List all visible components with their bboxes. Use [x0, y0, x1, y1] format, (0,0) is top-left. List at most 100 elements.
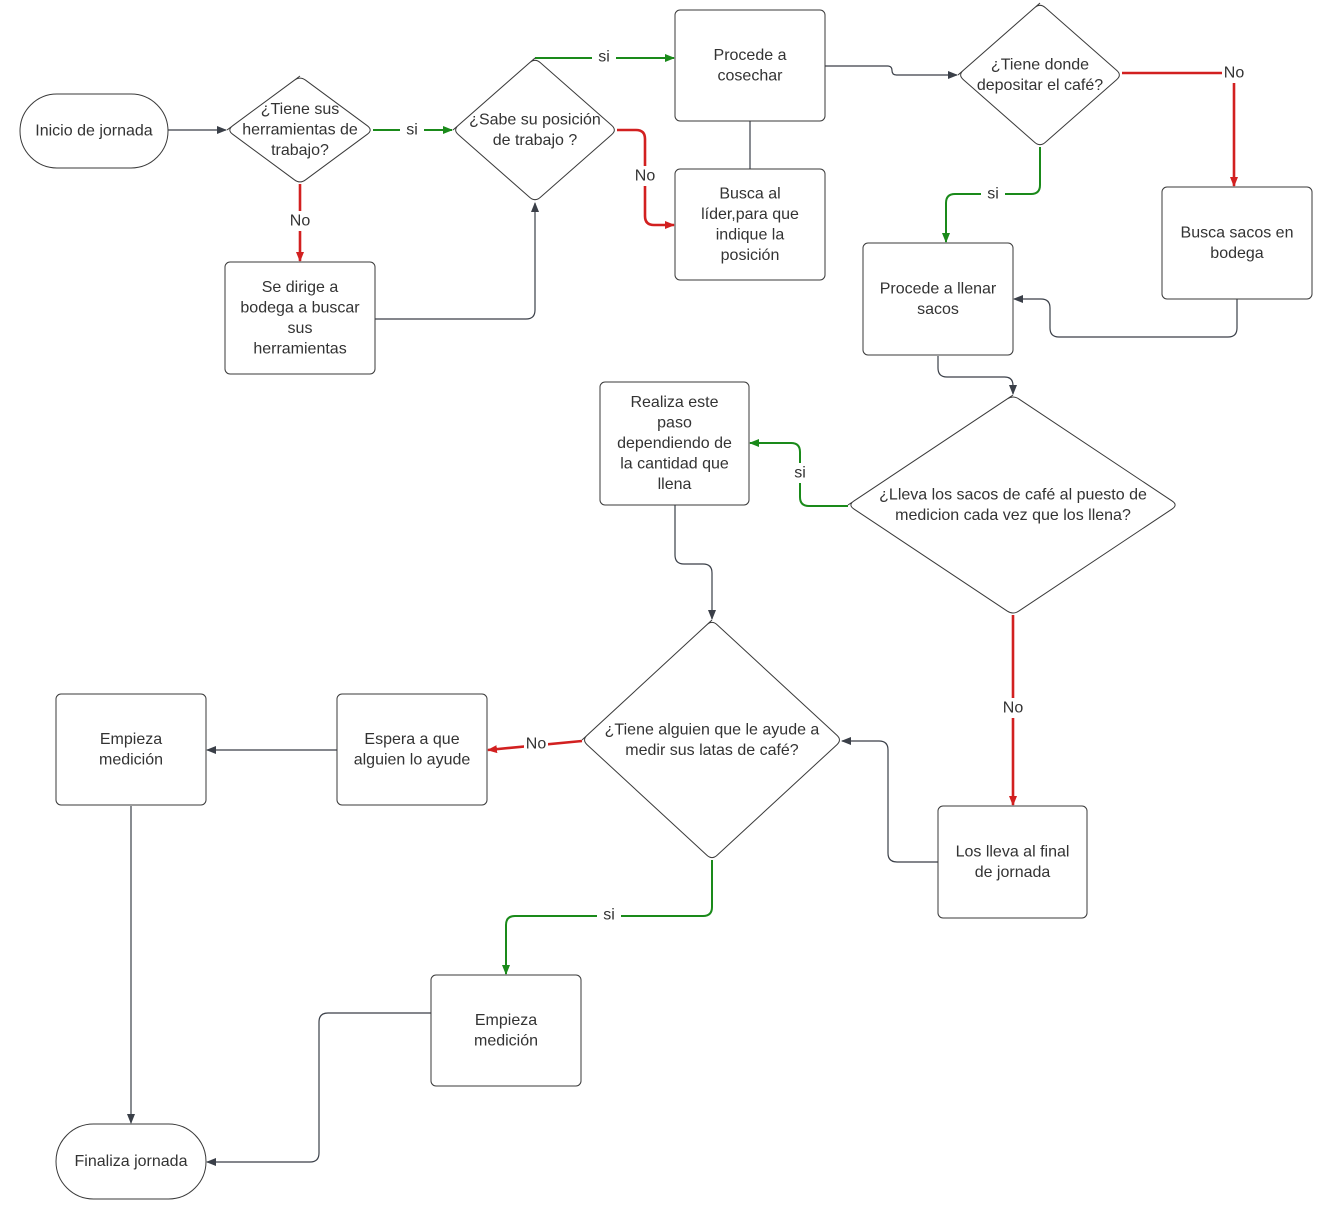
node-text-line: medir sus latas de café?	[625, 742, 799, 759]
process-box	[224, 261, 376, 375]
process-box	[55, 693, 207, 806]
node-text-line: Empieza	[475, 1012, 537, 1029]
node-llenar-sacos[interactable]: Procede a llenar sacos	[862, 242, 1014, 356]
node-text-line: posición	[721, 247, 780, 264]
node-text-line: ¿Lleva los sacos de café al puesto de	[879, 486, 1147, 503]
node-text-line: dependiendo de	[617, 435, 732, 452]
node-q-posicion[interactable]: ¿Sabe su posición de trabajo ?	[452, 57, 615, 201]
node-empieza-2[interactable]: Empieza medición	[430, 974, 582, 1087]
node-text-line: Busca al	[719, 185, 780, 202]
node-buscar-lider[interactable]: Busca al líder,para que indique la posición	[674, 168, 826, 281]
node-text-line: bodega a buscar	[240, 299, 360, 316]
edge-label-bg	[1222, 63, 1246, 83]
node-realiza-paso[interactable]: Realiza este paso dependiendo de la cantida…	[599, 381, 750, 506]
edge-label-bg	[400, 120, 424, 140]
decision-diamond	[847, 394, 1176, 614]
node-text-line: trabajo?	[271, 142, 329, 159]
process-box	[937, 805, 1088, 919]
edge-label-e-q1-no: No	[290, 213, 311, 230]
node-text-line: medicion cada vez que los llena?	[895, 507, 1131, 524]
edge-e-bodega-q2	[375, 202, 539, 320]
edge-label-bg	[788, 463, 812, 483]
edge-label-e-q4-no: No	[1003, 700, 1024, 717]
node-text-line: ¿Tiene alguien que le ayude a	[605, 721, 820, 738]
edge-label-e-q2-no: No	[635, 168, 656, 185]
node-finaliza[interactable]: Finaliza jornada	[55, 1123, 207, 1200]
node-lleva-final[interactable]: Los lleva al final de jornada	[937, 805, 1088, 919]
node-text-line: herramientas	[253, 340, 346, 357]
edge-label-bg	[981, 184, 1005, 204]
edge-e-cosechar-q3	[825, 65, 958, 79]
node-text-line: ¿Tiene donde	[991, 56, 1089, 73]
node-text-line: medición	[474, 1032, 538, 1049]
node-buscar-sacos[interactable]: Busca sacos en bodega	[1161, 186, 1313, 300]
edge-label-bg	[288, 211, 312, 231]
node-q-ayuda[interactable]: ¿Tiene alguien que le ayude a medir sus l…	[581, 619, 840, 859]
edge-label-bg	[592, 47, 616, 67]
terminal-shape	[19, 93, 169, 169]
edge-label-e-q4-si: si	[794, 465, 806, 482]
node-q-herramientas[interactable]: ¿Tiene sus herramientas de trabajo?	[226, 75, 371, 183]
node-text-line: la cantidad que	[620, 456, 729, 473]
node-text-line: Procede a llenar	[880, 280, 997, 297]
node-text-line: ¿Tiene sus	[261, 101, 340, 118]
node-text-line: medición	[99, 751, 163, 768]
node-text-line: Inicio de jornada	[35, 123, 153, 140]
node-text-line: herramientas de	[242, 122, 358, 139]
node-text-line: Busca sacos en	[1181, 224, 1294, 241]
node-text-line: bodega	[1210, 245, 1263, 262]
node-text-line: depositar el café?	[977, 77, 1103, 94]
edge-e-q3-no	[1122, 71, 1238, 187]
node-q-depositar[interactable]: ¿Tiene donde depositar el café?	[957, 2, 1120, 146]
node-text-line: Los lleva al final	[956, 843, 1070, 860]
node-bodega-herramientas[interactable]: Se dirige a bodega a buscar sus herramienta…	[224, 261, 376, 375]
node-text-line: Procede a	[714, 47, 787, 64]
node-text-line: sacos	[917, 301, 959, 318]
process-box	[430, 974, 582, 1087]
node-text-line: Espera a que	[364, 731, 459, 748]
node-text-line: ¿Sabe su posición	[469, 111, 601, 128]
node-text-line: de trabajo ?	[493, 132, 578, 149]
node-text-line: de jornada	[975, 864, 1051, 881]
decision-diamond	[226, 75, 371, 183]
decision-diamond	[957, 2, 1120, 146]
node-text-line: Se dirige a	[262, 279, 339, 296]
process-box	[674, 168, 826, 281]
node-text-line: Finaliza jornada	[75, 1153, 188, 1170]
edge-e-sacos-llenar	[1013, 295, 1238, 338]
node-text-line: paso	[657, 415, 692, 432]
edge-label-e-q1-si: si	[406, 122, 418, 139]
node-empieza-1[interactable]: Empieza medición	[55, 693, 207, 806]
terminal-shape	[55, 1123, 207, 1200]
process-box	[674, 9, 826, 122]
edge-label-bg	[597, 905, 621, 925]
node-text-line: sus	[288, 320, 313, 337]
decision-diamond	[581, 619, 840, 859]
node-cosechar[interactable]: Procede a cosechar	[674, 9, 826, 122]
edge-e-realiza-q5	[674, 505, 716, 620]
process-box	[862, 242, 1014, 356]
process-box	[599, 381, 750, 506]
edge-e-llenar-q4	[937, 356, 1017, 395]
edge-label-e-q2-si: si	[598, 49, 610, 66]
node-text-line: líder,para que	[701, 206, 799, 223]
node-text-line: cosechar	[718, 67, 784, 84]
edge-label-e-q5-si: si	[603, 907, 615, 924]
edge-e-emp2-fin	[206, 1012, 431, 1166]
node-text-line: Empieza	[100, 731, 162, 748]
node-text-line: Realiza este	[630, 394, 718, 411]
edge-label-e-q5-no: No	[526, 736, 547, 753]
process-box	[336, 693, 488, 806]
node-text-line: indique la	[716, 226, 785, 243]
node-inicio[interactable]: Inicio de jornada	[19, 93, 169, 169]
node-text-line: llena	[658, 476, 692, 493]
edge-label-e-q3-si: si	[987, 186, 999, 203]
edge-label-e-q3-no: No	[1224, 65, 1245, 82]
node-q-lleva-sacos[interactable]: ¿Lleva los sacos de café al puesto de med…	[847, 394, 1176, 614]
edge-e-final-q5	[841, 737, 938, 863]
edge-label-bg	[524, 734, 548, 754]
edge-label-bg	[1001, 698, 1025, 718]
